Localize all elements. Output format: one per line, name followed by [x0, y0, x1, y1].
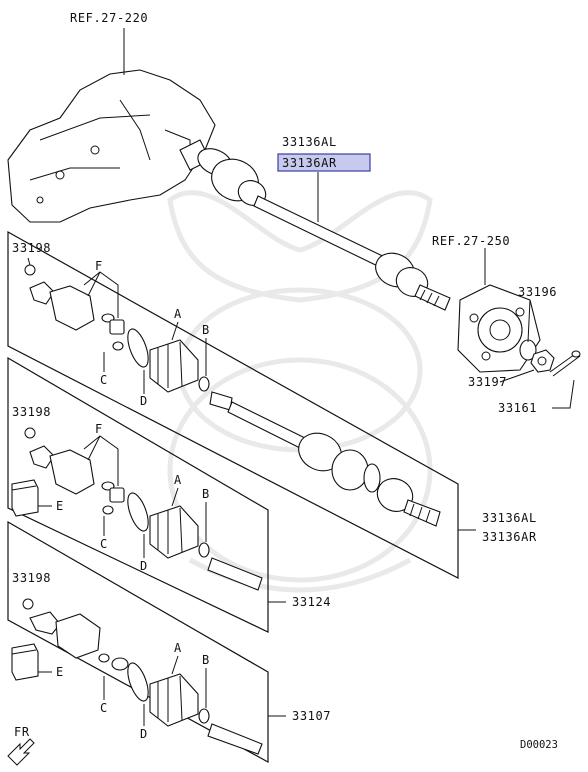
assy-33136ar-label: 33136AR	[482, 530, 537, 544]
leader-33196	[527, 299, 531, 343]
p1-part-33198-label: 33198	[12, 241, 51, 255]
p3-clamp	[198, 708, 210, 724]
p1-boot-band	[127, 328, 149, 368]
ref-27-220-label: REF.27-220	[70, 11, 148, 25]
p2-boot-band	[127, 492, 149, 532]
panel-assembly-33124	[7, 356, 269, 633]
ref-27-250-label: REF.27-250	[432, 234, 510, 248]
assy-33107-label: 33107	[292, 709, 331, 723]
p1-letter-a: A	[174, 307, 182, 321]
p2-letter-e: E	[56, 499, 64, 513]
front-arrow-icon	[7, 738, 35, 766]
p1-letter-f: F	[95, 259, 103, 273]
p2-letter-d: D	[140, 559, 148, 573]
p3-letter-e: E	[56, 665, 64, 679]
p1-shaft	[209, 391, 441, 527]
p3-part-33198-label: 33198	[12, 571, 51, 585]
part-33196-label: 33196	[518, 285, 557, 299]
p3-letter-c: C	[100, 701, 108, 715]
p1-snap-ring	[24, 264, 36, 276]
transmission-housing	[7, 69, 216, 223]
top-driveshaft	[179, 139, 451, 311]
p2-clamp	[198, 542, 210, 558]
p2-inner-joint	[29, 445, 125, 515]
selected-part-highlight[interactable]	[277, 153, 371, 172]
p3-boot	[149, 673, 199, 727]
panel-assembly-33107	[7, 520, 269, 764]
p3-boot-band	[127, 662, 149, 702]
p2-snap-ring	[24, 427, 36, 439]
p2-boot	[149, 505, 199, 559]
cotter-pin-33161	[549, 350, 581, 377]
wheel-hub	[457, 284, 541, 373]
front-label: FR	[14, 725, 30, 739]
p2-letter-b: B	[202, 487, 210, 501]
p1-boot	[149, 339, 199, 393]
p2-part-33198-label: 33198	[12, 405, 51, 419]
assy-33124-label: 33124	[292, 595, 331, 609]
p3-letter-d: D	[140, 727, 148, 741]
part-33136ar-label: 33136AR	[282, 156, 337, 170]
diagram-code: D00023	[520, 739, 558, 751]
leader-33161	[552, 379, 575, 409]
p2-letter-c: C	[100, 537, 108, 551]
hub-nut-33197	[530, 349, 555, 373]
p3-ring-c	[98, 653, 110, 663]
p3-joint-housing	[29, 611, 101, 659]
panel-assembly-33136	[7, 230, 459, 579]
p2-letter-a: A	[174, 473, 182, 487]
p3-spider	[111, 657, 129, 671]
p2-shaft-stub	[207, 557, 263, 591]
p2-letter-f: F	[95, 422, 103, 436]
part-33136al-label: 33136AL	[282, 135, 337, 149]
assy-33136al-label: 33136AL	[482, 511, 537, 525]
p3-letter-b: B	[202, 653, 210, 667]
part-33161-label: 33161	[498, 401, 537, 415]
p3-snap-ring	[22, 598, 34, 610]
watermark-crest	[167, 190, 433, 593]
p1-letter-d: D	[140, 394, 148, 408]
p1-letter-c: C	[100, 373, 108, 387]
p3-grease-pack-e	[11, 643, 39, 681]
p1-clamp	[198, 376, 210, 392]
p1-inner-joint	[29, 281, 125, 351]
p3-letter-a: A	[174, 641, 182, 655]
p1-letter-b: B	[202, 323, 210, 337]
p2-grease-pack-e	[11, 479, 39, 517]
leader-33197	[499, 369, 535, 383]
part-33197-label: 33197	[468, 375, 507, 389]
p3-shaft-stub	[207, 723, 263, 755]
